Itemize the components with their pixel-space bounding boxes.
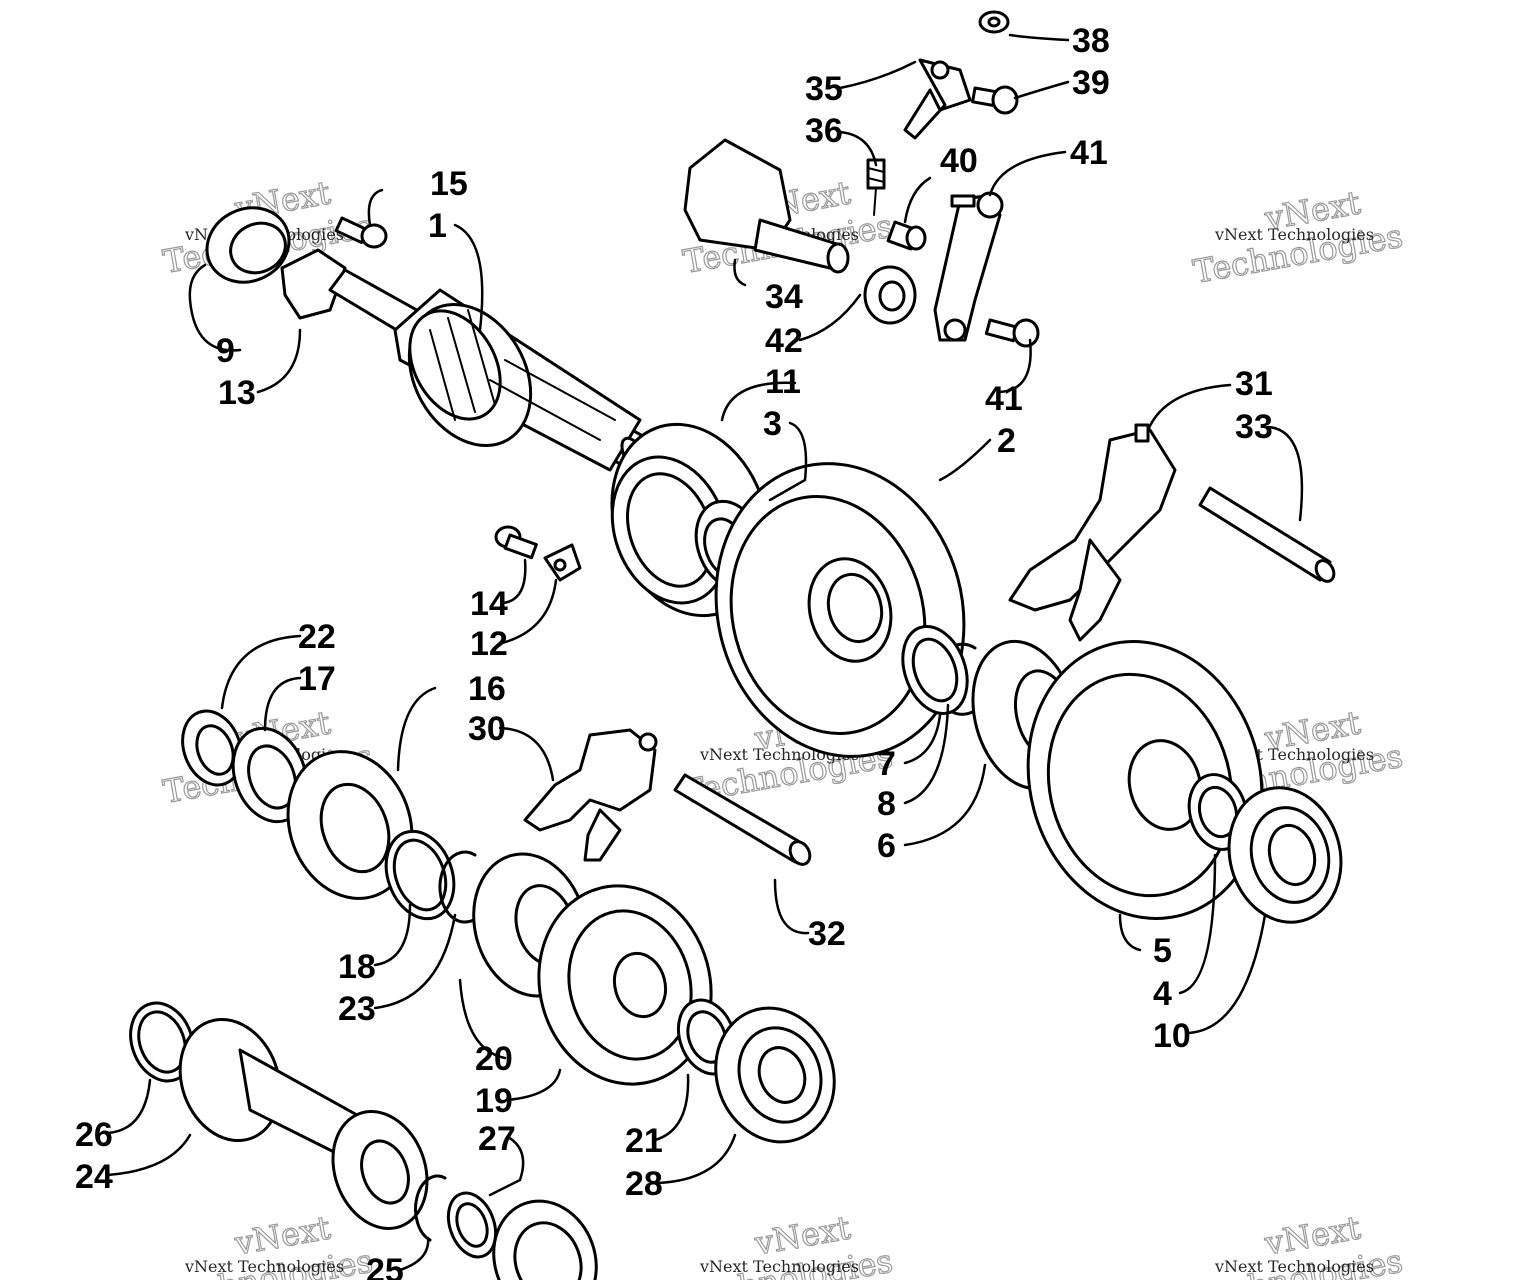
callout-18: 18: [338, 948, 376, 986]
part-16-gear: [286, 750, 414, 900]
parts: [129, 10, 1343, 1280]
callout-33: 33: [1235, 408, 1273, 446]
callout-14: 14: [470, 585, 508, 623]
part-26-washer: [129, 1001, 195, 1083]
watermark-caption: vNext Technologies: [1214, 1257, 1374, 1276]
watermark-caption: vNext Technologies: [184, 1257, 344, 1276]
part-36-spring: [866, 158, 886, 216]
callout-17: 17: [298, 660, 336, 698]
callout-20: 20: [475, 1040, 513, 1078]
part-12-lock-tab: [543, 543, 582, 582]
callout-7: 7: [877, 745, 896, 783]
part-10-bearing: [1227, 786, 1343, 924]
leader-lines: [106, 33, 1304, 1272]
callout-19: 19: [475, 1082, 513, 1120]
callout-36: 36: [805, 112, 843, 150]
callout-15: 15: [430, 165, 468, 203]
callout-26: 26: [75, 1116, 113, 1154]
part-42-oil-seal: [863, 265, 917, 325]
part-35-shift-arm: [903, 58, 972, 140]
callout-1: 1: [428, 207, 447, 245]
callout-8: 8: [877, 785, 896, 823]
callout-23: 23: [338, 990, 376, 1028]
part-24-countershaft: [178, 1017, 429, 1230]
part-27-washer: [446, 1191, 498, 1259]
callout-39: 40: [940, 142, 978, 180]
callout-5: 5: [1153, 932, 1172, 970]
callout-34: 34: [765, 278, 803, 316]
part-22-seal: [181, 709, 243, 787]
callout-28: 28: [625, 1165, 663, 1203]
callout-21: 21: [625, 1122, 663, 1160]
callout-11: 11: [765, 363, 801, 401]
callout-12: 12: [470, 625, 508, 663]
callout-31: 31: [1235, 365, 1273, 403]
callout-4: 4: [1153, 975, 1172, 1013]
callout-22: 22: [298, 618, 336, 656]
callout-35: 35: [805, 70, 843, 108]
callout-32: 32: [808, 915, 846, 953]
part-25-circlip: [414, 1174, 447, 1242]
callout-38: 39: [1072, 64, 1110, 102]
part-41-bolt: [984, 318, 1040, 348]
part-23-circlip: [438, 850, 482, 924]
part-13-plate: [280, 248, 347, 320]
callout-13: 13: [218, 374, 256, 412]
callout-16: 16: [468, 670, 506, 708]
part-30-shift-fork: [523, 728, 658, 862]
callout-42: 42: [765, 322, 803, 360]
part-39-pin: [886, 220, 927, 251]
part-34-shift-drum: [683, 138, 850, 274]
callout-30: 30: [468, 710, 506, 748]
part-1-main-shaft: [328, 268, 652, 480]
part-14-bolt: [494, 525, 538, 560]
callout-6: 6: [877, 827, 896, 865]
callout-10: 10: [1153, 1017, 1191, 1055]
part-32-shift-shaft: [673, 773, 812, 866]
part-8-washer: [901, 624, 969, 716]
part-40-shift-lever: [933, 191, 1004, 342]
part-2-large-gear: [714, 462, 966, 758]
callout-24: 24: [75, 1158, 113, 1196]
part-33-fork-shaft: [1198, 486, 1336, 583]
watermark-caption: vNext Technologies: [699, 1257, 859, 1276]
part-15-bolt: [334, 216, 388, 249]
callout-27: 27: [478, 1120, 516, 1158]
part-28-bearing: [714, 1006, 836, 1144]
callout-numbers: 38 35 39 36 40 41 15 1 9 13 34 42 41 11 …: [75, 22, 1273, 1280]
callout-37: 38: [1072, 22, 1110, 60]
callout-25: 25: [366, 1252, 404, 1280]
callout-41: 41: [985, 380, 1023, 418]
part-bottom-bearing: [492, 1199, 598, 1280]
callout-3: 3: [763, 405, 782, 443]
part-5-large-gear: [1026, 640, 1264, 920]
callout-2: 2: [997, 422, 1016, 460]
callout-40: 41: [1070, 134, 1108, 172]
part-38-bolt: [971, 85, 1019, 115]
part-18-ring: [384, 829, 456, 921]
callout-9: 9: [216, 332, 235, 370]
part-9-bearing-cap: [205, 206, 291, 284]
part-31-shift-fork: [1008, 423, 1177, 642]
watermark-caption: vNext Technologies: [1214, 225, 1374, 244]
part-19-gear: [537, 884, 713, 1086]
part-37-washer: [978, 10, 1010, 34]
